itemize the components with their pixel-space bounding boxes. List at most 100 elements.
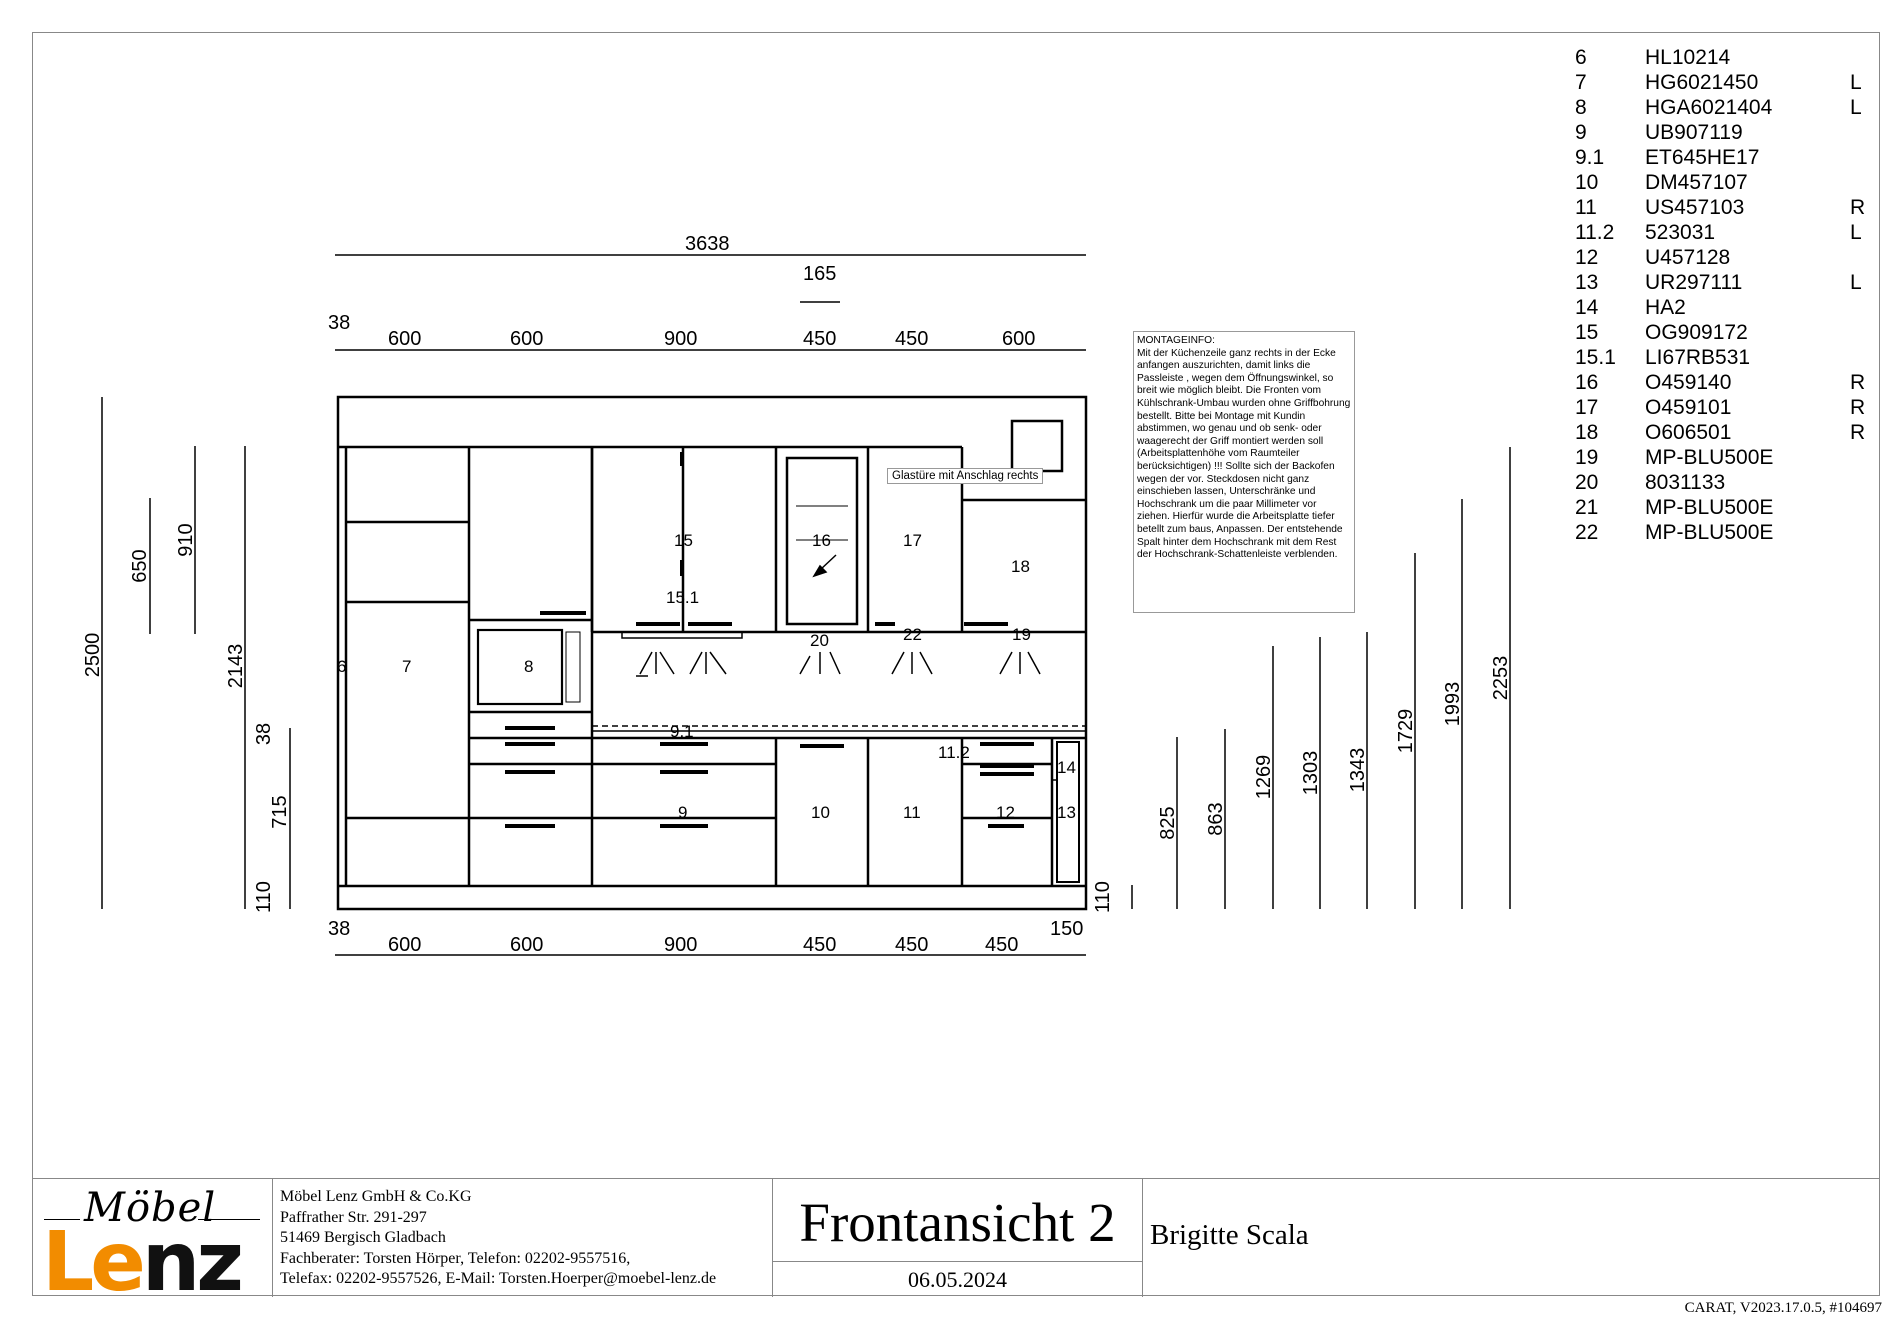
parts-side — [1850, 245, 1875, 270]
item-18: 18 — [1011, 557, 1030, 576]
company-city: 51469 Bergisch Gladbach — [280, 1229, 446, 1246]
parts-side — [1850, 345, 1875, 370]
parts-row: 12 U457128 — [1575, 245, 1875, 270]
item-8: 8 — [524, 657, 534, 676]
parts-code: 8031133 — [1645, 471, 1726, 494]
item-15: 15 — [674, 531, 693, 550]
parts-row: 19 MP-BLU500E — [1575, 445, 1875, 470]
dim-right-2: 863 — [1205, 802, 1227, 835]
parts-side: L — [1850, 271, 1862, 294]
dim-left-0: 2500 — [82, 633, 104, 678]
item-13: 13 — [1057, 803, 1076, 822]
parts-row: 13 UR297111 L — [1575, 270, 1875, 295]
parts-code: O606501 — [1645, 421, 1732, 444]
dimension-lines — [101, 254, 1511, 956]
parts-side: R — [1850, 371, 1866, 394]
glass-door-callout: Glastüre mit Anschlag rechts — [887, 468, 1044, 484]
drawing-frame — [32, 32, 1880, 1296]
parts-code: O459101 — [1645, 396, 1732, 419]
parts-side: L — [1850, 221, 1862, 244]
item-7: 7 — [402, 657, 412, 676]
parts-code: HL10214 — [1645, 46, 1731, 69]
parts-code: HA2 — [1645, 296, 1686, 319]
parts-code: HG6021450 — [1645, 71, 1759, 94]
parts-num: 21 — [1575, 496, 1599, 519]
dim-left-1: 650 — [129, 549, 151, 582]
drawing-date: 06.05.2024 — [908, 1267, 1007, 1292]
item-14: 14 — [1057, 758, 1076, 777]
parts-side — [1850, 495, 1875, 520]
dim-right-4: 1303 — [1300, 751, 1322, 796]
parts-code: OG909172 — [1645, 321, 1748, 344]
parts-num: 17 — [1575, 396, 1599, 419]
dim-left-5: 715 — [269, 795, 291, 828]
dim-bot-7: 150 — [1050, 918, 1084, 940]
wall-outline — [336, 395, 1088, 911]
item-9-1: 9.1 — [670, 722, 694, 741]
item-11: 11 — [903, 803, 921, 822]
dim-left-6: 110 — [253, 881, 275, 913]
parts-side — [1850, 120, 1875, 145]
parts-code: UR297111 — [1645, 271, 1743, 294]
dim-bot-0: 38 — [328, 918, 351, 940]
dim-top-2: 600 — [510, 328, 544, 350]
dim-top-5: 450 — [895, 328, 929, 350]
dim-right-7: 1993 — [1442, 682, 1464, 727]
dim-top-3: 900 — [664, 328, 698, 350]
item-20: 20 — [810, 631, 829, 650]
parts-num: 11 — [1575, 196, 1597, 219]
parts-side: L — [1850, 96, 1862, 119]
parts-num: 10 — [1575, 171, 1599, 194]
parts-side — [1850, 470, 1875, 495]
parts-side — [1850, 520, 1875, 545]
parts-num: 13 — [1575, 271, 1599, 294]
dim-left-4: 38 — [253, 723, 275, 745]
parts-side — [1850, 45, 1875, 70]
dim-left-2: 910 — [175, 523, 197, 556]
dim-right-8: 2253 — [1490, 656, 1512, 701]
parts-code: ET645HE17 — [1645, 146, 1760, 169]
item-6: 6 — [337, 657, 347, 676]
parts-code: 523031 — [1645, 221, 1716, 244]
dim-top-4: 450 — [803, 328, 837, 350]
item-10: 10 — [811, 803, 830, 822]
parts-side — [1850, 320, 1875, 345]
note-title: MONTAGEINFO: — [1137, 335, 1215, 346]
dim-top-1: 600 — [388, 328, 422, 350]
dim-top-0: 38 — [328, 312, 351, 334]
dim-right-5: 1343 — [1347, 748, 1369, 793]
parts-num: 12 — [1575, 246, 1599, 269]
parts-side — [1850, 295, 1875, 320]
parts-row: 9.1 ET645HE17 — [1575, 145, 1875, 170]
dim-right-1: 825 — [1157, 806, 1179, 839]
parts-code: MP-BLU500E — [1645, 496, 1774, 519]
dim-bot-3: 900 — [664, 934, 698, 956]
dim-right-0: 110 — [1092, 881, 1114, 913]
parts-num: 9.1 — [1575, 146, 1605, 169]
parts-num: 19 — [1575, 446, 1599, 469]
logo-lenz-text: Lenz — [42, 1215, 244, 1310]
item-12: 12 — [996, 803, 1015, 822]
company-address: Möbel Lenz GmbH & Co.KG Paffrather Str. … — [280, 1187, 716, 1290]
company-logo: Möbel Lenz — [32, 1179, 273, 1310]
parts-code: MP-BLU500E — [1645, 446, 1774, 469]
parts-code: U457128 — [1645, 246, 1731, 269]
software-version: CARAT, V2023.17.0.5, #104697 — [1684, 1300, 1882, 1316]
parts-num: 9 — [1575, 121, 1587, 144]
parts-num: 16 — [1575, 371, 1599, 394]
item-19: 19 — [1012, 625, 1031, 644]
parts-side: L — [1850, 71, 1862, 94]
dim-165: 165 — [803, 263, 837, 285]
parts-side: R — [1850, 421, 1866, 444]
company-street: Paffrather Str. 291-297 — [280, 1208, 427, 1226]
dim-right-3: 1269 — [1253, 755, 1275, 800]
parts-num: 8 — [1575, 96, 1587, 119]
